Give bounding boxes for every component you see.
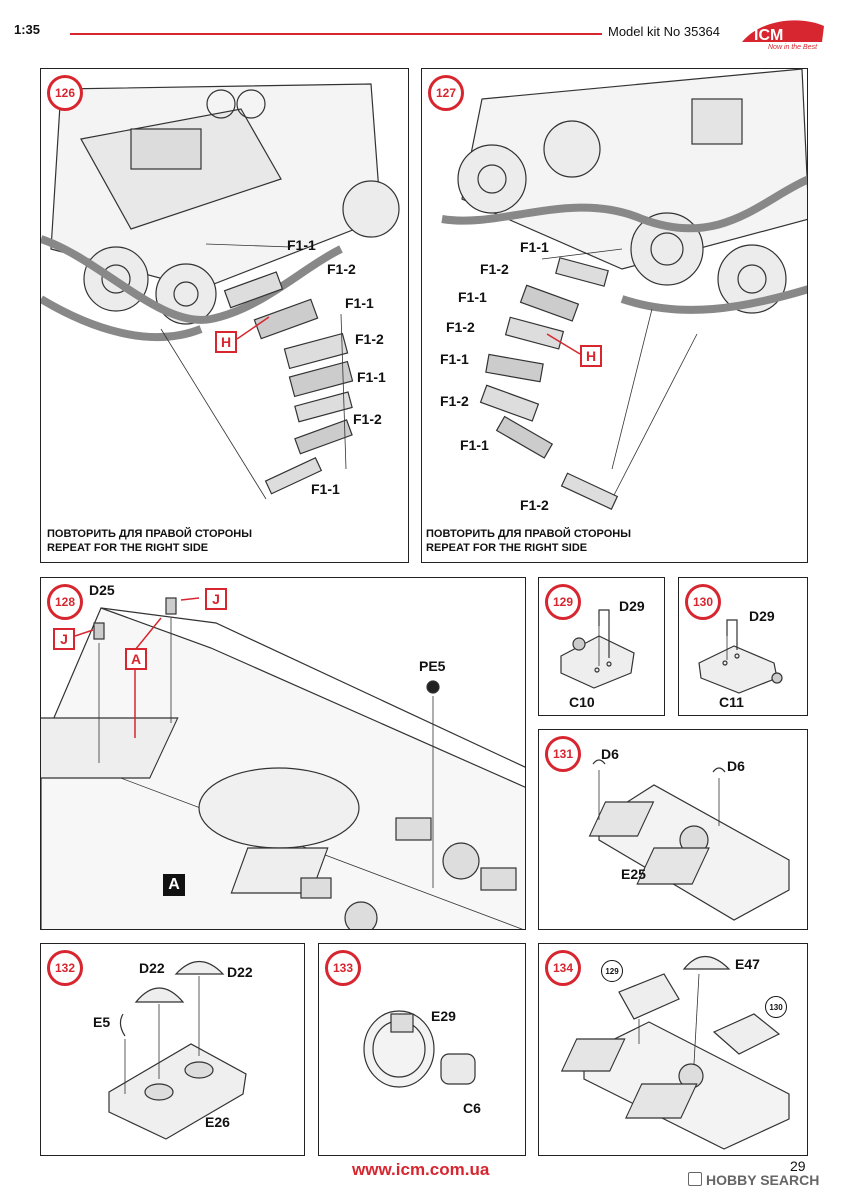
step-131-number: 131: [545, 736, 581, 772]
part-d29-label: D29: [619, 598, 645, 614]
part-e26-label: E26: [205, 1114, 230, 1130]
part-d22-label: D22: [227, 964, 253, 980]
part-label: F1-1: [440, 351, 469, 367]
part-label: F1-1: [460, 437, 489, 453]
repeat-note: ПОВТОРИТЬ ДЛЯ ПРАВОЙ СТОРОНЫ REPEAT FOR …: [426, 527, 631, 555]
part-label: F1-1: [287, 237, 316, 253]
repeat-note-en: REPEAT FOR THE RIGHT SIDE: [47, 542, 209, 554]
page-number: 29: [790, 1158, 806, 1174]
part-e25-label: E25: [621, 866, 646, 882]
icm-logo: ICM Now in the Best: [732, 12, 832, 60]
part-label: F1-1: [311, 481, 340, 497]
part-pe5-label: PE5: [419, 658, 446, 674]
step-128-drawing: [41, 597, 525, 929]
step-128-number: 128: [47, 584, 83, 620]
step-129-drawing: [560, 609, 635, 689]
part-label: F1-2: [480, 261, 509, 277]
part-c6-label: C6: [463, 1100, 481, 1116]
ref-step-129: 129: [601, 960, 623, 982]
step-126-panel: 126 F1-1 F1-2 F1-1 F1-2 F1-1 F1-2 F1-1 H…: [40, 68, 409, 563]
part-label: F1-2: [353, 411, 382, 427]
part-e29-label: E29: [431, 1008, 456, 1024]
step-131-drawing: [588, 759, 790, 921]
part-c11-label: C11: [719, 694, 744, 710]
header-kit-label: Model kit No 35364: [608, 24, 721, 39]
step-134-panel: 134 129 130 E47: [538, 943, 808, 1156]
repeat-note-ru: ПОВТОРИТЬ ДЛЯ ПРАВОЙ СТОРОНЫ: [426, 528, 631, 540]
step-133-panel: 133 E29 C6: [318, 943, 526, 1156]
part-d22-label: D22: [139, 960, 165, 976]
marker-h-leader: [546, 333, 581, 355]
step-134-number: 134: [545, 950, 581, 986]
step-127-panel: 127 F1-1 F1-2 F1-1 F1-2 F1-1 F1-2 F1-1 F…: [421, 68, 808, 563]
marker-h: H: [580, 345, 602, 367]
step-132-drawing: [108, 960, 247, 1140]
marker-j: J: [53, 628, 75, 650]
repeat-note-ru: ПОВТОРИТЬ ДЛЯ ПРАВОЙ СТОРОНЫ: [47, 528, 252, 540]
part-label: F1-2: [440, 393, 469, 409]
step-130-drawing: [698, 619, 783, 694]
logo-tagline: Now in the Best: [768, 44, 818, 51]
part-label: F1-2: [355, 331, 384, 347]
part-d6-label: D6: [601, 746, 619, 762]
step-127-number: 127: [428, 75, 464, 111]
step-130-panel: 130 D29 C11: [678, 577, 808, 716]
part-label: F1-1: [345, 295, 374, 311]
header-rule: [70, 33, 602, 35]
part-e5-label: E5: [93, 1014, 111, 1030]
step-129-panel: 129 D29 C10: [538, 577, 665, 716]
step-129-number: 129: [545, 584, 581, 620]
step-132-panel: 132 D22 D22 E5 E26: [40, 943, 305, 1156]
part-d29-label: D29: [749, 608, 775, 624]
step-133-number: 133: [325, 950, 361, 986]
part-label: F1-1: [520, 239, 549, 255]
view-a-marker: A: [163, 874, 185, 896]
part-d25-label: D25: [89, 582, 115, 598]
watermark-icon: [688, 1172, 702, 1186]
repeat-note-en: REPEAT FOR THE RIGHT SIDE: [426, 542, 588, 554]
part-c10-label: C10: [569, 694, 595, 710]
step-133-drawing: [363, 1010, 476, 1088]
marker-h: H: [215, 331, 237, 353]
part-label: F1-2: [520, 497, 549, 513]
step-128-panel: 128 D25 J J A PE5 A: [40, 577, 526, 930]
step-131-panel: 131 D6 D6 E25: [538, 729, 808, 930]
step-132-number: 132: [47, 950, 83, 986]
step-127-drawing: [441, 69, 807, 510]
part-e47-label: E47: [735, 956, 760, 972]
footer-website[interactable]: www.icm.com.ua: [352, 1160, 490, 1179]
marker-a: A: [125, 648, 147, 670]
part-d6-label: D6: [727, 758, 745, 774]
part-label: F1-2: [327, 261, 356, 277]
marker-h-leader: [236, 316, 270, 340]
step-126-drawing: [41, 83, 400, 500]
marker-j: J: [205, 588, 227, 610]
step-130-number: 130: [685, 584, 721, 620]
hobby-search-watermark: HOBBY SEARCH: [688, 1172, 819, 1188]
part-label: F1-2: [446, 319, 475, 335]
part-label: F1-1: [357, 369, 386, 385]
step-126-number: 126: [47, 75, 83, 111]
ref-step-130: 130: [765, 996, 787, 1018]
repeat-note: ПОВТОРИТЬ ДЛЯ ПРАВОЙ СТОРОНЫ REPEAT FOR …: [47, 527, 252, 555]
part-label: F1-1: [458, 289, 487, 305]
header-scale: 1:35: [14, 22, 41, 37]
watermark-text: HOBBY SEARCH: [706, 1172, 820, 1188]
step-134-drawing: [560, 955, 790, 1150]
logo-text: ICM: [754, 27, 783, 44]
